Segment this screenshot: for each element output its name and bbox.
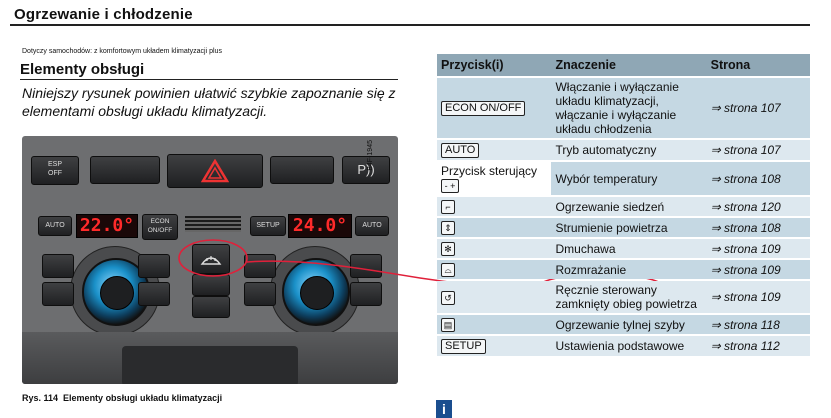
col-header-page: Strona [706,54,810,76]
lower-slot [122,346,298,384]
annotation-circle-panel [178,239,248,277]
park-label: P [357,162,366,177]
caption-number: Rys. 114 [22,393,59,403]
rear-window-heat-icon: ▤ [441,318,455,332]
auto-right-button: AUTO [355,216,389,236]
airflow-right-button [350,282,382,306]
page-ref-link[interactable]: ⇒ strona 118 [706,315,810,334]
climate-panel-figure: ESP OFF P)) AUTO 22.0° ECON ON/OFF SETUP… [22,136,398,384]
hazard-button [167,154,263,188]
fan-left-button [42,254,74,278]
minus-plus-icon: - + [441,179,459,193]
meaning-cell: Ustawienia podstawowe [551,336,707,356]
defrost-icon: ⌓ [441,263,455,277]
col-header-meaning: Znaczenie [551,54,707,76]
defrost-icon [200,256,222,265]
meaning-cell: Rozmrażanie [551,260,707,279]
control-button-label: Przycisk sterujący [441,164,538,178]
meaning-cell: Ręcznie sterowany zamknięty obieg powiet… [551,281,707,313]
caption-text: Elementy obsługi układu klimatyzacji [63,393,223,403]
fan-right-button [350,254,382,278]
recirculation-button [192,274,230,296]
table-row: ECON ON/OFF Włączanie i wyłączanie układ… [437,78,810,138]
page-ref-link[interactable]: ⇒ strona 109 [706,260,810,279]
info-icon: i [436,400,452,418]
defrost-button [192,244,230,274]
auto-key-label: AUTO [441,143,480,158]
table-row: ✻ Dmuchawa ⇒ strona 109 [437,239,810,258]
setup-key-label: SETUP [441,339,486,354]
meaning-cell: Tryb automatyczny [551,140,707,160]
table-row: ⌓ Rozmrażanie ⇒ strona 109 [437,260,810,279]
table-row: ↺ Ręcznie sterowany zamknięty obieg powi… [437,281,810,313]
table-row: Przycisk sterujący- + Wybór temperatury … [437,162,810,195]
blank-button-right [270,156,334,184]
park-assist-button: P)) [342,156,390,184]
auto-left-button: AUTO [38,216,72,236]
econ-button: ECON ON/OFF [142,214,178,240]
table-row: SETUP Ustawienia podstawowe ⇒ strona 112 [437,336,810,356]
figure-caption: Rys. 114 Elementy obsługi układu klimaty… [22,393,222,403]
table-row: AUTO Tryb automatyczny ⇒ strona 107 [437,140,810,160]
table-header-row: Przycisk(i) Znaczenie Strona [437,54,810,76]
page-header: Ogrzewanie i chłodzenie [14,6,193,23]
col-header-button: Przycisk(i) [437,54,552,76]
right-aux-button [244,282,276,306]
right-temp-knob [282,258,350,326]
page-ref-link[interactable]: ⇒ strona 107 [706,140,810,160]
page-ref-link[interactable]: ⇒ strona 112 [706,336,810,356]
page-ref-link[interactable]: ⇒ strona 107 [706,78,810,138]
seat-heat-icon: ⌐ [441,200,455,214]
section-rule [20,79,398,80]
page-ref-link[interactable]: ⇒ strona 109 [706,239,810,258]
page-ref-link[interactable]: ⇒ strona 108 [706,162,810,195]
meaning-cell: Włączanie i wyłączanie układu klimatyzac… [551,78,707,138]
rear-window-button [192,296,230,318]
left-temp-display: 22.0° [76,214,138,238]
page-ref-link[interactable]: ⇒ strona 108 [706,218,810,237]
buttons-table: Przycisk(i) Znaczenie Strona ECON ON/OFF… [437,52,810,358]
esp-label: ESP OFF [47,161,62,177]
setup-button: SETUP [250,216,286,236]
air-flow-icon: ⇕ [441,221,455,235]
section-intro: Niniejszy rysunek powinien ułatwić szybk… [22,85,396,119]
page-ref-link[interactable]: ⇒ strona 120 [706,197,810,216]
meaning-cell: Wybór temperatury [551,162,707,195]
hazard-icon [200,158,230,183]
meaning-cell: Ogrzewanie siedzeń [551,197,707,216]
econ-label: ECON ON/OFF [147,218,173,234]
airflow-left-button [42,282,74,306]
meaning-cell: Strumienie powietrza [551,218,707,237]
meaning-cell: Dmuchawa [551,239,707,258]
section-title: Elementy obsługi [20,61,145,78]
meaning-cell: Ogrzewanie tylnej szyby [551,315,707,334]
econ-key-label: ECON ON/OFF [441,101,526,116]
fan-icon: ✻ [441,242,455,256]
left-aux-button [138,282,170,306]
blank-button-left [90,156,160,184]
right-temp-display: 24.0° [288,214,352,238]
seat-heat-left-button [138,254,170,278]
header-rule [10,24,810,26]
recirculation-icon: ↺ [441,290,455,305]
esp-off-button: ESP OFF [31,156,79,185]
table-row: ⇕ Strumienie powietrza ⇒ strona 108 [437,218,810,237]
page-ref-link[interactable]: ⇒ strona 109 [706,281,810,313]
table-row: ⌐ Ogrzewanie siedzeń ⇒ strona 120 [437,197,810,216]
applies-to-note: Dotyczy samochodów: z komfortowym układe… [22,48,222,55]
center-grille [185,216,241,232]
table-row: ▤ Ogrzewanie tylnej szyby ⇒ strona 118 [437,315,810,334]
